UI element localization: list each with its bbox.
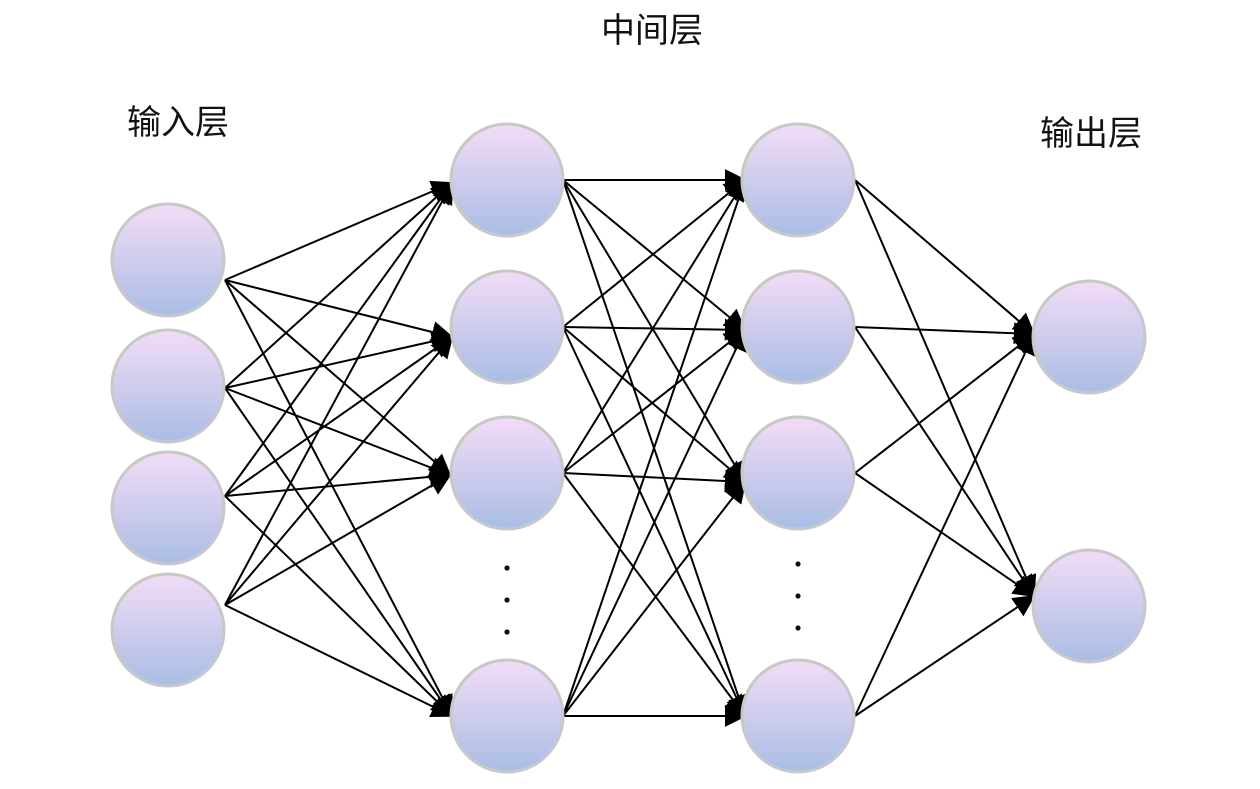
connection-arrow: [562, 178, 749, 717]
connection-arrow: [562, 326, 747, 484]
connection-arrow: [562, 472, 747, 718]
connection-arrow: [854, 179, 1036, 336]
input-node: [110, 202, 226, 318]
connection-arrow: [854, 322, 1036, 345]
connection-arrow: [562, 480, 747, 717]
connection-arrow: [562, 178, 747, 328]
ellipsis-dot: [504, 565, 510, 571]
ellipsis-dot: [795, 561, 801, 567]
hidden-layer-2-ellipsis: [795, 561, 801, 631]
hidden1-node: [449, 415, 565, 531]
connection-arrow: [854, 594, 1036, 717]
connection-arrow: [224, 335, 454, 497]
input-node: [110, 328, 226, 444]
connection-arrow: [224, 181, 453, 606]
connection-arrow: [224, 474, 452, 606]
connection-arrow: [562, 470, 747, 492]
connection-arrow: [562, 318, 747, 341]
connection-arrow: [224, 330, 454, 389]
output-node: [1031, 548, 1147, 664]
input-layer-title: 输入层: [127, 103, 229, 143]
connection-arrow: [562, 179, 746, 484]
input-node: [110, 450, 226, 566]
connection-arrow: [562, 179, 747, 332]
connection-arrow: [224, 387, 454, 718]
connection-arrow: [854, 332, 1036, 474]
connection-arrow: [854, 179, 1037, 598]
connection-arrow: [562, 328, 747, 717]
ellipsis-dot: [504, 597, 510, 603]
network-nodes: [110, 122, 1147, 774]
hidden2-node: [740, 269, 856, 385]
connection-arrow: [854, 332, 1036, 717]
connection-arrow: [562, 178, 746, 474]
connection-arrow: [224, 387, 452, 478]
connection-arrow: [224, 181, 454, 497]
connection-arrow: [854, 472, 1036, 598]
hidden2-node: [740, 122, 856, 238]
hidden1-node: [449, 269, 565, 385]
input-node: [110, 572, 226, 688]
hidden1-node: [449, 658, 565, 774]
connection-edges: [224, 169, 1037, 727]
hidden1-node: [449, 122, 565, 238]
connection-arrow: [854, 326, 1036, 598]
connection-arrow: [224, 335, 454, 606]
connection-arrow: [224, 495, 454, 718]
connection-arrow: [224, 604, 454, 718]
hidden2-node: [740, 658, 856, 774]
ellipsis-dot: [504, 629, 510, 635]
hidden-layer-1-ellipsis: [504, 565, 510, 635]
connection-arrow: [562, 328, 747, 474]
connection-arrow: [224, 279, 452, 477]
connection-arrow: [224, 465, 452, 497]
middle-layer-title: 中间层: [601, 11, 703, 51]
connection-arrow: [224, 181, 454, 389]
ellipsis-dot: [795, 625, 801, 631]
ellipsis-dot: [795, 593, 801, 599]
hidden2-node: [740, 415, 856, 531]
connection-arrow: [224, 180, 454, 281]
output-layer-title: 输出层: [1040, 114, 1142, 154]
output-node: [1031, 279, 1147, 395]
connection-arrow: [224, 279, 454, 343]
